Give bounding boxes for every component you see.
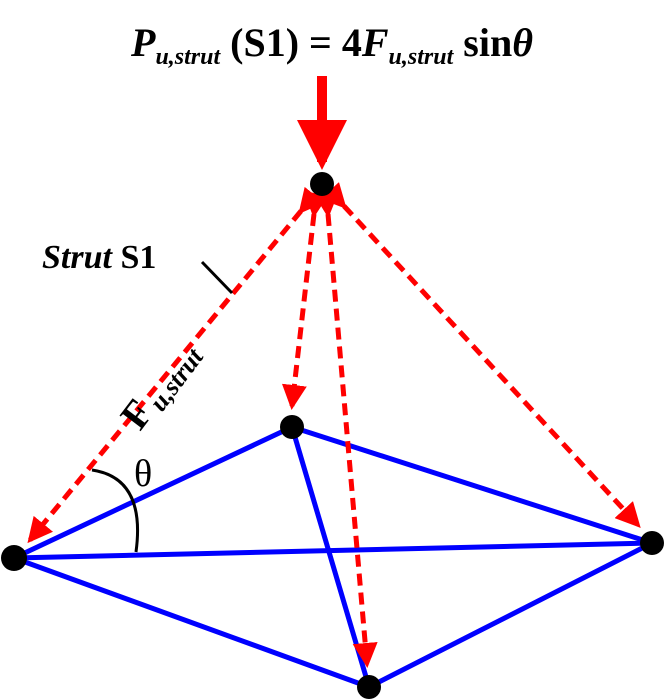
equation-F: F	[361, 20, 389, 65]
strut-force-subscript: u,strut	[144, 342, 210, 416]
equation-theta: θ	[512, 20, 533, 65]
base-edges	[12, 424, 654, 690]
right-node	[640, 531, 664, 555]
left-node	[1, 545, 27, 571]
strut-s1	[27, 186, 324, 544]
strut-s1-label: Strut S1	[42, 239, 156, 276]
base-diagonal-left-right	[13, 540, 653, 561]
strut-s4	[320, 182, 641, 528]
angle-theta-label: θ	[134, 453, 152, 495]
back-node	[280, 415, 304, 439]
strut-word: Strut	[42, 239, 113, 276]
front-node	[357, 675, 381, 699]
angle-arc	[91, 468, 140, 553]
strut-label-leader	[200, 260, 234, 295]
equation-P-subscript: u,strut	[155, 44, 221, 70]
struts	[27, 182, 641, 668]
base-edge-left-back	[12, 424, 294, 561]
strut-s2	[281, 191, 329, 410]
apex-node	[310, 172, 334, 196]
equation-P: P	[130, 20, 156, 65]
nodes	[1, 172, 664, 699]
equation-sin: sin	[453, 20, 512, 65]
load-equation: Pu,strut (S1) = 4Fu,strut sinθ	[130, 20, 533, 70]
base-edge-right-front	[367, 540, 654, 690]
equation-lhs-argument: (S1) = 4	[220, 20, 362, 65]
strut-id: S1	[112, 239, 156, 276]
base-edge-front-left	[13, 555, 370, 690]
equation-F-subscript: u,strut	[389, 44, 455, 70]
